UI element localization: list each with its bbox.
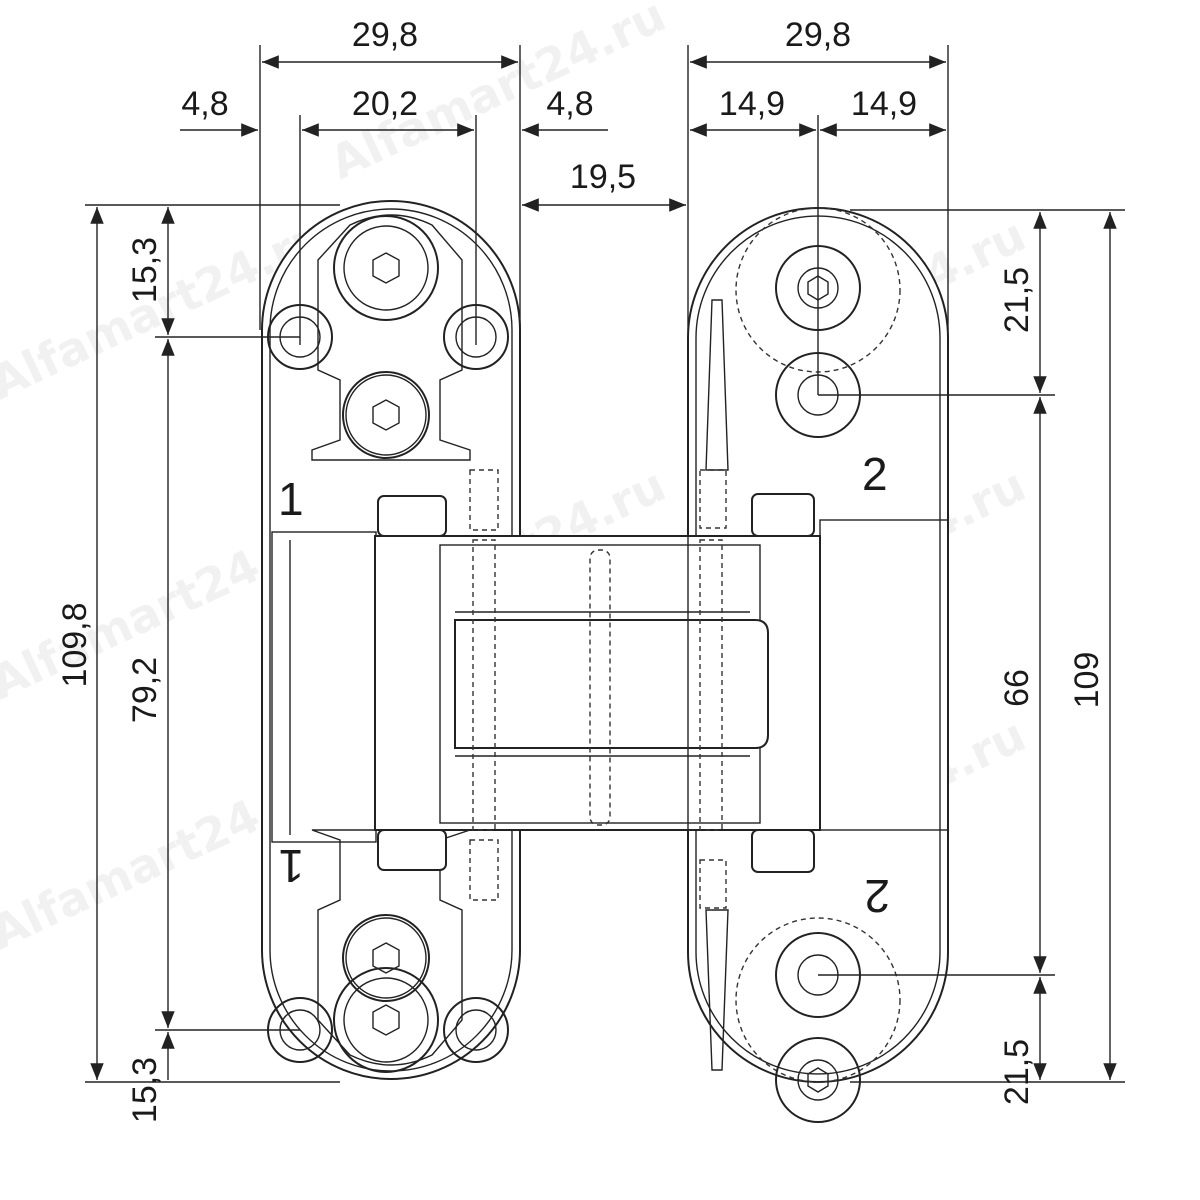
part-label-1-top: 1 <box>278 473 304 525</box>
dim-right-bottom-offset: 21,5 <box>998 1039 1036 1105</box>
dim-left-edge-left: 4,8 <box>181 85 228 123</box>
dim-right-top-offset: 21,5 <box>998 267 1036 333</box>
dim-left-hole-spacing-vertical: 79,2 <box>126 657 164 723</box>
dimension-labels: 29,8 4,8 20,2 4,8 19,5 29,8 14,9 14,9 10… <box>56 16 1106 1123</box>
hinge-central-body <box>374 535 821 831</box>
part-label-2-top: 2 <box>862 448 888 500</box>
dim-left-bottom-offset: 15,3 <box>126 1057 164 1123</box>
part-label-1-bottom: 1 <box>278 840 304 892</box>
dim-left-total-width: 29,8 <box>352 16 418 54</box>
dim-right-hole-spacing-vertical: 66 <box>998 669 1036 707</box>
dim-left-edge-right: 4,8 <box>546 85 593 123</box>
dim-right-half-right: 14,9 <box>851 85 917 123</box>
dim-right-half-left: 14,9 <box>719 85 785 123</box>
part-label-2-bottom: 2 <box>864 870 890 922</box>
dim-right-total-width: 29,8 <box>785 16 851 54</box>
dim-right-total-height: 109 <box>1068 652 1106 709</box>
dim-left-hole-spacing: 20,2 <box>352 85 418 123</box>
dim-left-total-height: 109,8 <box>56 602 94 687</box>
dimension-lines <box>85 45 1125 1083</box>
dim-left-top-offset: 15,3 <box>126 237 164 303</box>
dim-gap-between: 19,5 <box>570 158 636 196</box>
